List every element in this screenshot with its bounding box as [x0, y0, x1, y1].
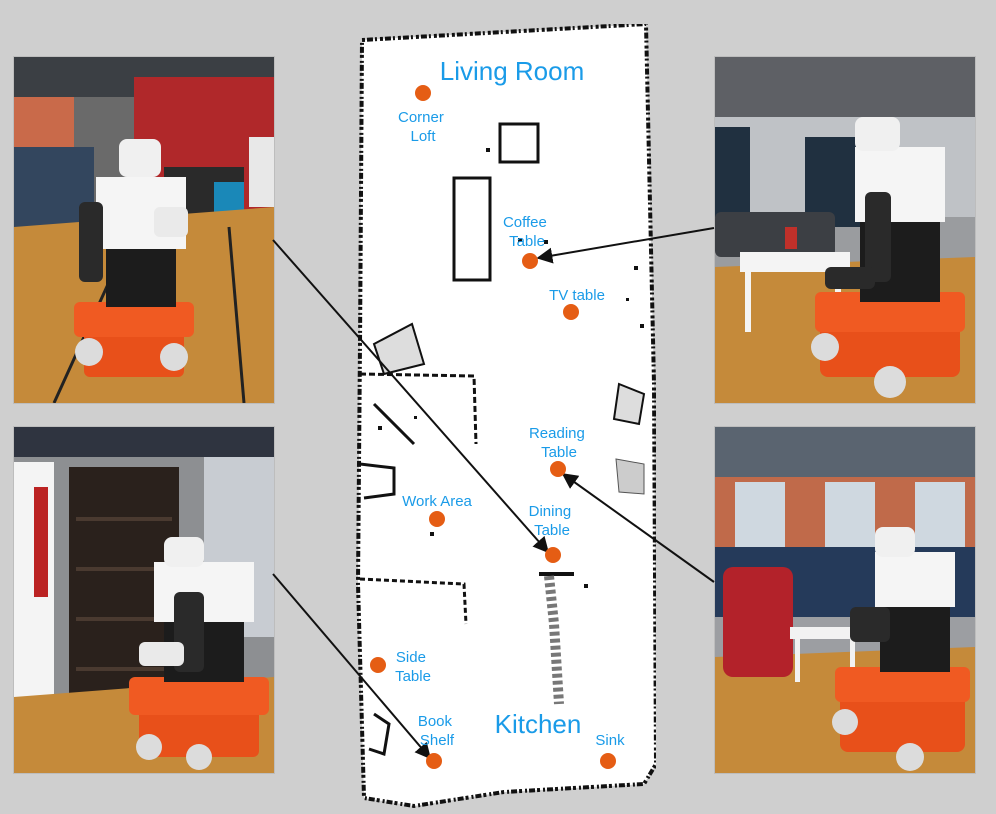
- map-inner-wall-7: [612, 382, 646, 426]
- photo-book-shelf: [13, 426, 275, 774]
- book-shelf-scene: [14, 427, 274, 773]
- photo-dining-table: [13, 56, 275, 404]
- occupancy-map: [355, 24, 656, 808]
- map-inner-wall-6: [544, 575, 564, 705]
- dining-table-scene: [14, 57, 274, 403]
- photo-reading-table: [714, 426, 976, 774]
- map-inner-wall-8: [615, 458, 645, 495]
- coffee-table-scene: [715, 57, 975, 403]
- robot-icon: [811, 117, 965, 398]
- reading-table-scene: [715, 427, 975, 773]
- map-obstacle-block: [452, 176, 492, 282]
- map-outer-wall: [355, 24, 656, 808]
- robot-icon: [129, 537, 269, 770]
- map-obstacle-pillar: [498, 122, 540, 164]
- robot-icon: [74, 139, 194, 377]
- photo-coffee-table: [714, 56, 976, 404]
- robot-icon: [832, 527, 970, 771]
